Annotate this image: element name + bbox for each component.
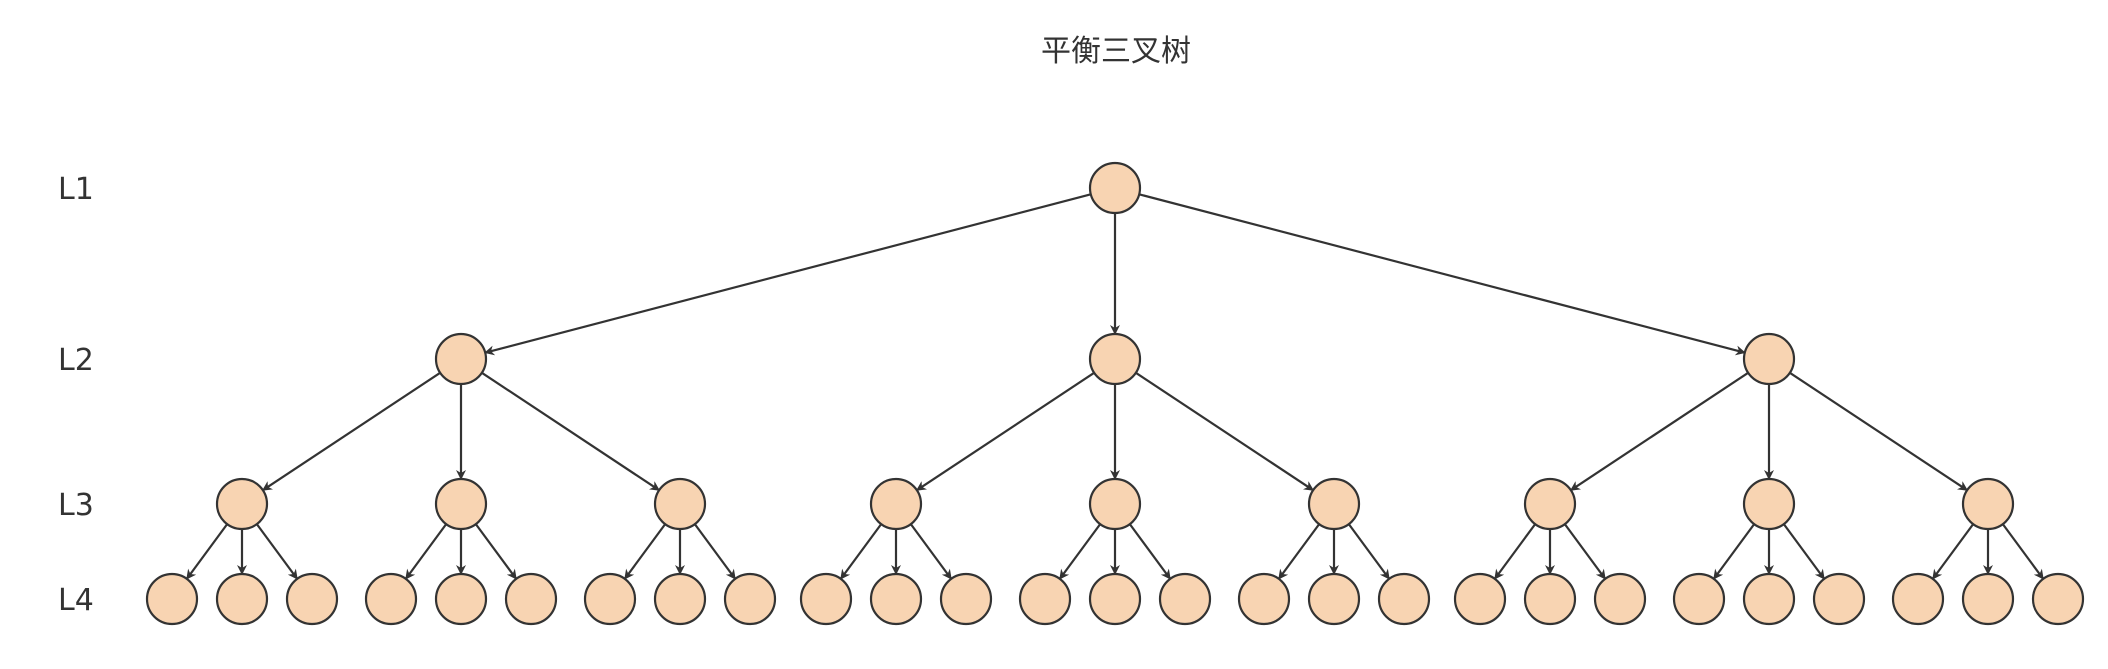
edge-l3-7-to-l4-19: [1493, 523, 1537, 580]
tree-node-l4-22: [1672, 572, 1726, 626]
level-label-l2: L2: [58, 343, 94, 378]
tree-node-l3-2: [434, 477, 488, 531]
edge-l3-7-to-l4-21: [1563, 523, 1607, 580]
tree-node-l4-4: [364, 572, 418, 626]
tree-node-l4-5: [434, 572, 488, 626]
edge-l3-4-to-l4-12: [909, 523, 953, 580]
edge-l2-3-to-l3-7: [1570, 371, 1749, 492]
tree-node-l4-13: [1018, 572, 1072, 626]
tree-node-l4-11: [869, 572, 923, 626]
tree-node-l4-9: [723, 572, 777, 626]
level-label-l1: L1: [58, 172, 94, 207]
tree-node-l4-12: [939, 572, 993, 626]
edge-l3-6-to-l4-16: [1277, 523, 1321, 580]
tree-node-l1-1: [1088, 161, 1142, 215]
level-labels: L1 L2 L3 L4: [58, 172, 94, 618]
tree-node-l2-2: [1088, 332, 1142, 386]
tree-node-l4-14: [1088, 572, 1142, 626]
tree-node-l4-23: [1742, 572, 1796, 626]
edge-l3-9-to-l4-25: [1931, 523, 1975, 580]
tree-node-l4-16: [1237, 572, 1291, 626]
tree-node-l4-3: [285, 572, 339, 626]
edge-l3-8-to-l4-22: [1712, 523, 1756, 580]
edge-l2-1-to-l3-1: [262, 371, 441, 492]
edge-l3-5-to-l4-13: [1058, 523, 1102, 580]
edge-l3-3-to-l4-9: [693, 523, 737, 580]
edge-l1-1-to-l2-1: [484, 193, 1092, 356]
tree-node-l3-8: [1742, 477, 1796, 531]
edge-l3-2-to-l4-4: [404, 523, 448, 580]
tree-node-l4-26: [1961, 572, 2015, 626]
edge-l2-2-to-l3-4: [916, 371, 1095, 492]
level-label-l3: L3: [58, 488, 94, 523]
tree-node-l4-24: [1812, 572, 1866, 626]
edge-l3-1-to-l4-1: [185, 523, 229, 580]
diagram-title: 平衡三叉树: [1041, 34, 1191, 69]
tree-node-l3-6: [1307, 477, 1361, 531]
edge-l3-6-to-l4-18: [1347, 523, 1391, 580]
tree-node-l4-1: [145, 572, 199, 626]
edge-l2-3-to-l3-9: [1789, 371, 1968, 492]
tree-node-l4-19: [1453, 572, 1507, 626]
tree-node-l4-8: [653, 572, 707, 626]
tree-node-l4-7: [583, 572, 637, 626]
edge-l3-5-to-l4-15: [1128, 523, 1172, 580]
tree-node-l4-15: [1158, 572, 1212, 626]
edge-l3-8-to-l4-24: [1782, 523, 1826, 580]
edge-l3-3-to-l4-7: [623, 523, 667, 580]
tree-node-l3-1: [215, 477, 269, 531]
edge-l3-2-to-l4-6: [474, 523, 518, 580]
tree-nodes: [145, 161, 2085, 626]
tree-node-l4-21: [1593, 572, 1647, 626]
edge-l3-9-to-l4-27: [2001, 523, 2045, 580]
tree-node-l2-3: [1742, 332, 1796, 386]
tree-edges: [185, 193, 2045, 580]
tree-node-l4-27: [2031, 572, 2085, 626]
tree-node-l3-5: [1088, 477, 1142, 531]
edge-l2-1-to-l3-3: [481, 371, 660, 492]
tree-node-l3-7: [1523, 477, 1577, 531]
tree-node-l4-2: [215, 572, 269, 626]
tree-node-l2-1: [434, 332, 488, 386]
edge-l3-1-to-l4-3: [255, 523, 299, 580]
tree-node-l4-17: [1307, 572, 1361, 626]
tree-node-l4-10: [799, 572, 853, 626]
tree-node-l3-4: [869, 477, 923, 531]
edge-l2-2-to-l3-6: [1135, 371, 1314, 492]
tree-node-l4-6: [504, 572, 558, 626]
tree-node-l4-25: [1891, 572, 1945, 626]
edge-l1-1-to-l2-3: [1138, 193, 1746, 356]
tree-node-l4-18: [1377, 572, 1431, 626]
level-label-l4: L4: [58, 583, 94, 618]
tree-node-l3-9: [1961, 477, 2015, 531]
tree-node-l4-20: [1523, 572, 1577, 626]
tree-node-l3-3: [653, 477, 707, 531]
edge-l3-4-to-l4-10: [839, 523, 883, 580]
